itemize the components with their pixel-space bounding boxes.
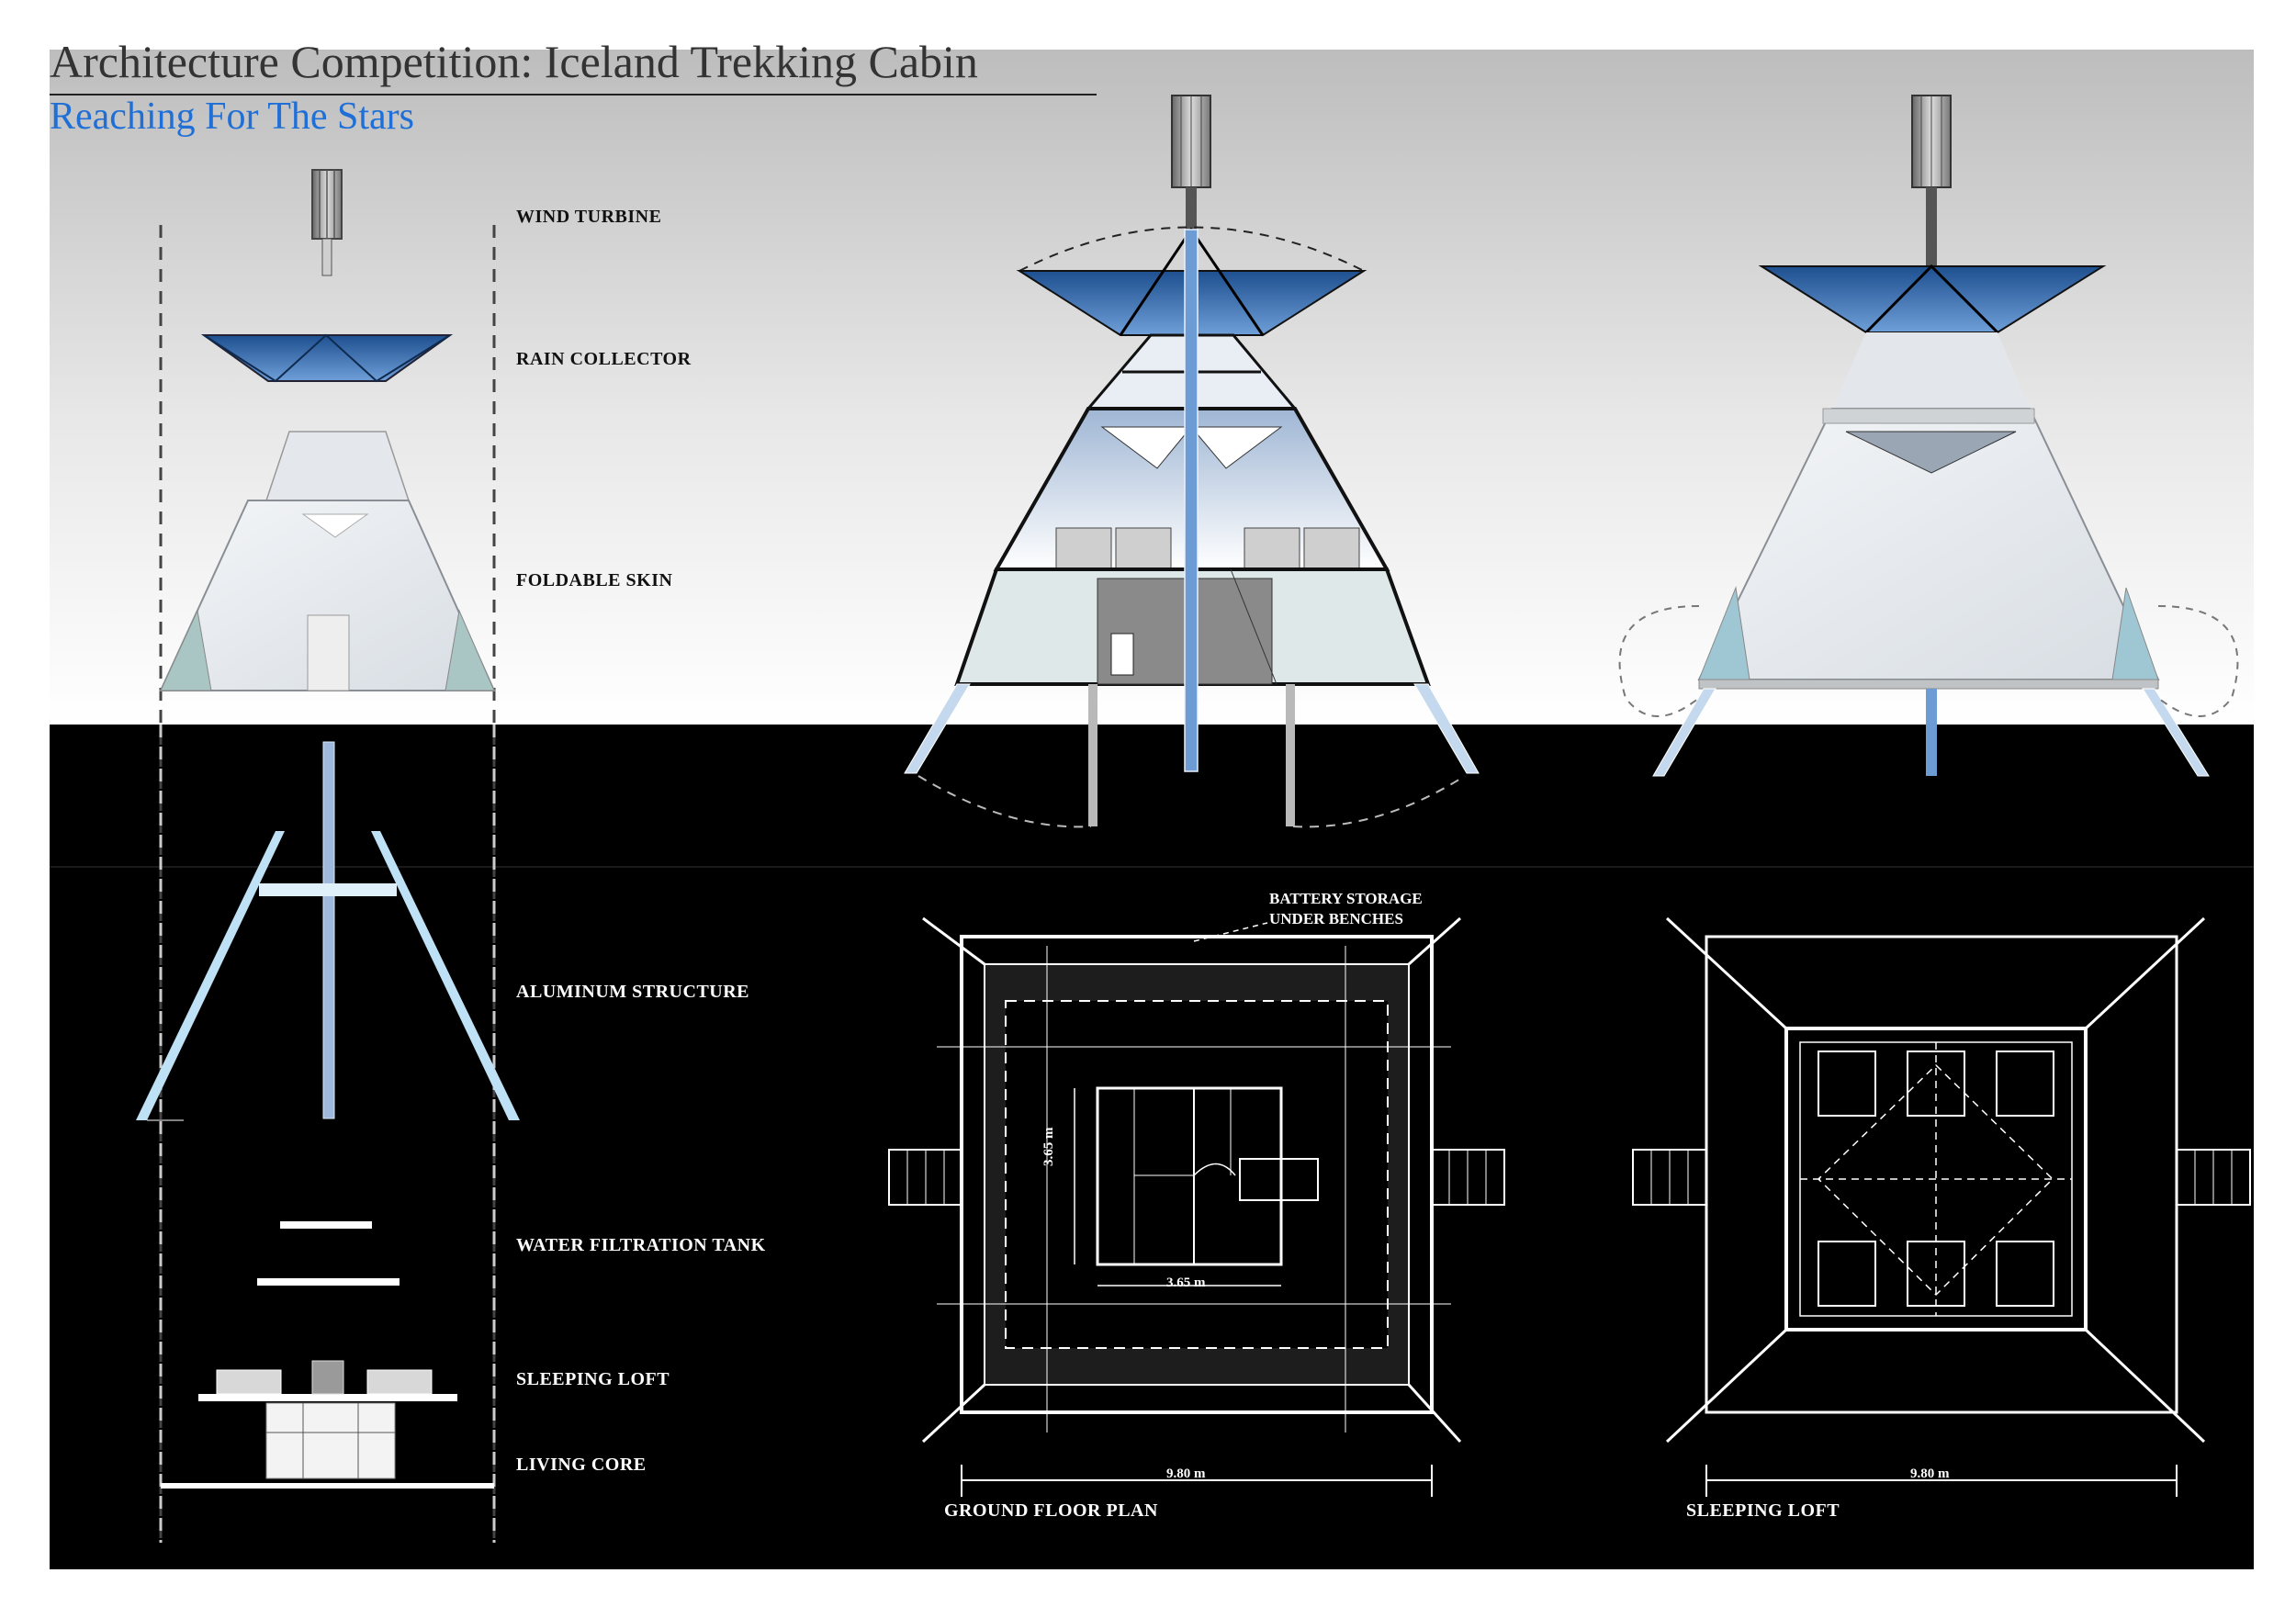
wind-turbine-part — [311, 169, 343, 276]
label-aluminum-structure: ALUMINUM STRUCTURE — [516, 982, 750, 1002]
label-wind-turbine: WIND TURBINE — [516, 207, 662, 227]
water-filtration-tank-part — [257, 1221, 400, 1286]
ground-floor-plan-drawing — [888, 916, 1505, 1497]
label-rain-collector: RAIN COLLECTOR — [516, 349, 692, 369]
cabin-section — [904, 95, 1480, 828]
ground-width-dimension: 9.80 m — [1166, 1466, 1206, 1481]
living-core-part — [161, 1402, 494, 1489]
label-living-core: LIVING CORE — [516, 1455, 647, 1475]
foldable-skin-part — [159, 431, 496, 691]
title-underline — [50, 94, 1097, 96]
rain-collector-part — [200, 333, 454, 383]
battery-note-line1: BATTERY STORAGE — [1269, 890, 1423, 907]
ground-floor-plan-title: GROUND FLOOR PLAN — [944, 1500, 1158, 1521]
label-water-filtration-tank: WATER FILTRATION TANK — [516, 1235, 766, 1255]
label-sleeping-loft: SLEEPING LOFT — [516, 1369, 670, 1389]
label-foldable-skin: FOLDABLE SKIN — [516, 570, 673, 590]
core-width-dimension: 3.65 m — [1166, 1275, 1206, 1290]
exploded-view — [136, 169, 520, 1543]
sleeping-loft-part — [198, 1360, 457, 1401]
core-depth-dimension: 3.65 m — [1041, 1127, 1056, 1167]
cabin-elevation — [1618, 95, 2239, 777]
board-title: Architecture Competition: Iceland Trekki… — [50, 36, 978, 87]
aluminum-structure-part — [136, 741, 520, 1121]
battery-note-line2: UNDER BENCHES — [1269, 910, 1403, 927]
board-subtitle: Reaching For The Stars — [50, 96, 414, 138]
sleeping-loft-plan-drawing — [1632, 916, 2251, 1497]
sleeping-loft-plan-title: SLEEPING LOFT — [1686, 1500, 1840, 1521]
loft-width-dimension: 9.80 m — [1910, 1466, 1950, 1481]
